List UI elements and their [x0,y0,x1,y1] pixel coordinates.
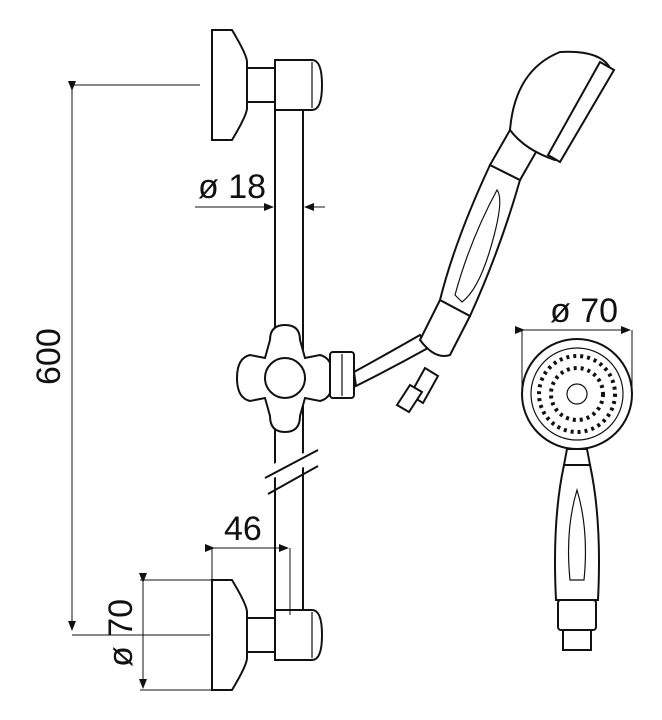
slider-knob [235,323,430,434]
head-diameter-label: ø 70 [550,292,618,330]
bar-diameter-label: ø 18 [198,168,266,206]
offset-label: 46 [224,510,262,548]
hand-shower-side [395,50,616,414]
bottom-wall-bracket [211,579,324,691]
hand-shower-front [521,338,633,651]
dimension-lines [68,81,633,691]
top-wall-bracket [211,29,324,141]
height-label: 600 [30,328,68,385]
flange-diameter-label: ø 70 [102,599,140,667]
